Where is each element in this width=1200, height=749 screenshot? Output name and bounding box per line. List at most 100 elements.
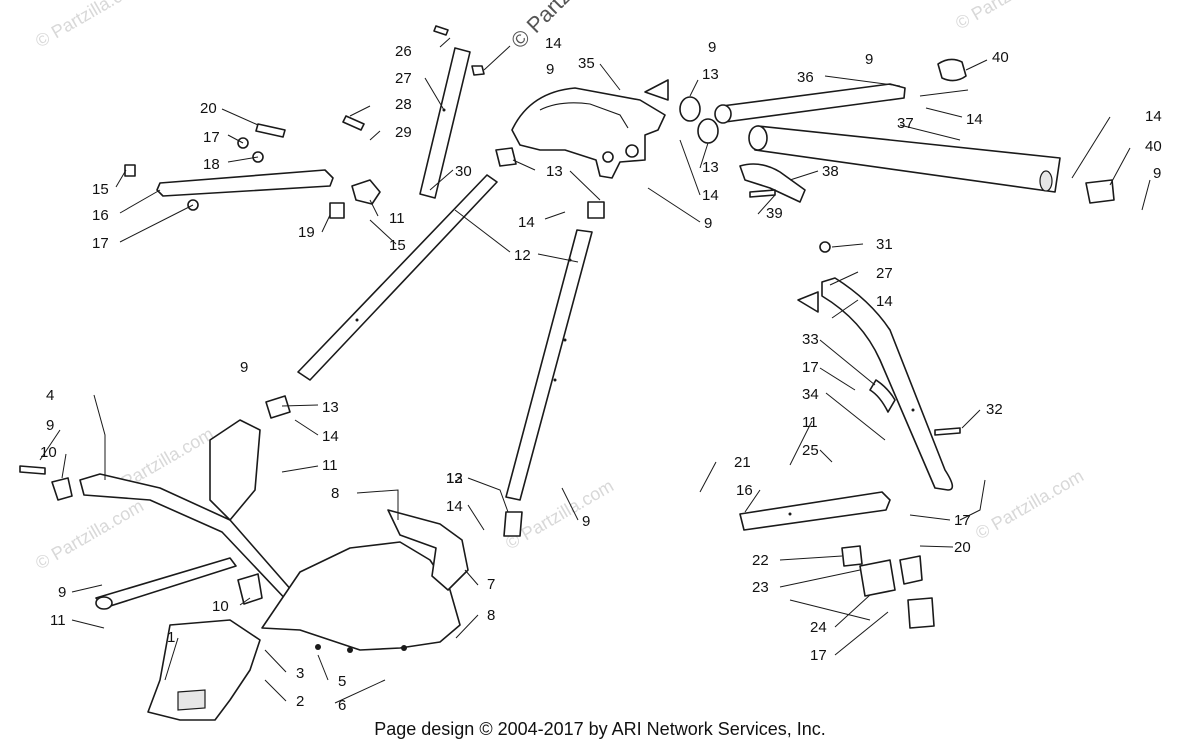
clamp-19 [329,202,345,219]
callout-14: 14 [876,293,893,310]
callout-14: 14 [966,111,983,128]
callout-8: 8 [487,607,495,624]
cap-40-a [937,58,967,82]
callout-14: 14 [322,428,339,445]
callout-14: 14 [545,35,562,52]
callout-17: 17 [92,235,109,252]
callout-17: 17 [203,129,220,146]
callout-17: 17 [802,359,819,376]
callout-9: 9 [704,215,712,232]
arrow-marker-right [797,291,819,313]
callout-17: 17 [810,647,827,664]
sleeve-13-a [495,147,517,167]
bolt-20-a [255,123,286,138]
bolt-26 [433,25,449,36]
callout-13: 13 [702,66,719,83]
callout-9: 9 [546,61,554,78]
callout-16: 16 [92,207,109,224]
callout-13: 12 [446,470,463,487]
callout-11: 11 [50,612,66,629]
valve-24-a [899,555,923,585]
washer-31 [819,241,831,253]
callout-40: 40 [992,49,1009,66]
bolt-9-left [19,465,46,475]
callout-10: 10 [40,444,57,461]
callout-34: 34 [802,386,819,403]
bracket-23 [859,559,896,597]
part-4-eye [95,596,113,610]
callout-9: 9 [865,51,873,68]
callout-1: 1 [167,629,175,646]
sleeve-13-b [587,201,605,219]
part-36-upper-tube [721,83,906,123]
callout-11: 11 [322,457,338,474]
part-16-right-bar [739,491,891,531]
callout-24: 24 [810,619,827,636]
part-12-long-tube [297,174,498,381]
bolt-28 [342,115,365,131]
callout-19: 19 [298,224,315,241]
callout-12: 12 [514,247,531,264]
guard-hole [347,647,353,653]
parts [19,25,1115,721]
screw-39 [749,189,776,198]
part-10-clip [237,573,263,605]
watermark: © Partzilla.com [32,0,147,51]
hub-hole-2 [602,151,614,163]
callout-13: 13 [546,163,563,180]
callout-13: 13 [702,159,719,176]
callout-9: 9 [1153,165,1161,182]
tube-hole [355,318,359,322]
callout-8: 8 [331,485,339,502]
hub-hole [625,144,639,158]
callout-7: 7 [487,576,495,593]
callout-20: 20 [200,100,217,117]
bolt-15-a [124,164,136,177]
tube-36-end [714,104,732,124]
watermark: © Partzilla.com [952,0,1067,33]
cap-40-b [1085,179,1115,204]
callout-35: 35 [578,55,595,72]
callout-28: 28 [395,96,412,113]
watermark-top: © Partz [506,0,576,54]
rbar-hole [911,408,915,412]
callout-32: 32 [986,401,1003,418]
part-12-vertical-tube [505,229,593,501]
callout-17: 17 [954,512,971,529]
callout-4: 4 [46,387,54,404]
callout-31: 31 [876,236,893,253]
part-38-bracket [739,163,806,203]
callout-11: 11 [389,210,405,227]
guard-hole [315,644,321,650]
callout-29: 29 [395,124,412,141]
rbar-hole-2 [788,512,792,516]
callout-15: 15 [92,181,109,198]
callout-16: 16 [736,482,753,499]
vtube-hole [553,378,557,382]
callout-2: 2 [296,693,304,710]
callout-18: 18 [203,156,220,173]
hub-detail [539,102,629,129]
cap-13-a [679,96,701,122]
callout-21: 21 [734,454,751,471]
watermark: © Partzilla.com [32,495,147,573]
sleeve-13-c [265,395,291,419]
callout-13: 13 [446,470,463,487]
callout-3: 3 [296,665,304,682]
watermark: © Partzilla.com [972,465,1087,543]
callout-36: 36 [797,69,814,86]
part-27-right-bar [821,277,954,491]
callout-9: 9 [582,513,590,530]
callout-5: 5 [338,673,346,690]
callout-9: 9 [46,417,54,434]
callout-30: 30 [455,163,472,180]
page-footer: Page design © 2004-2017 by ARI Network S… [374,719,826,739]
part-16-cross-bar [156,169,334,197]
part-27-upright-bar [419,47,471,199]
part-37-lower-tube [754,125,1061,193]
callout-9: 9 [58,584,66,601]
callout-22: 22 [752,552,769,569]
callout-15: 15 [389,237,406,254]
watermarks: © Partzilla.com © Partzilla.com © Partzi… [32,0,1087,573]
callout-14: 14 [446,498,463,515]
